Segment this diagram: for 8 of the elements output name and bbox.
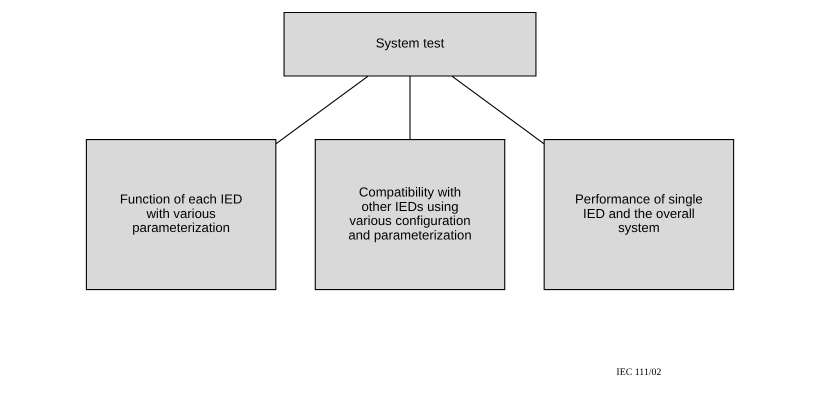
node-box: Compatibility with other IEDs using various configuration and parameterization	[314, 138, 505, 290]
node-box: Performance of single IED and the overall system	[543, 138, 734, 290]
node-box: Function of each IED with various parameterization	[85, 138, 276, 290]
connector	[408, 76, 410, 140]
connector	[275, 76, 368, 144]
label: IEC 111/02	[616, 367, 661, 378]
connector	[451, 76, 544, 144]
node-box: System test	[283, 12, 536, 77]
